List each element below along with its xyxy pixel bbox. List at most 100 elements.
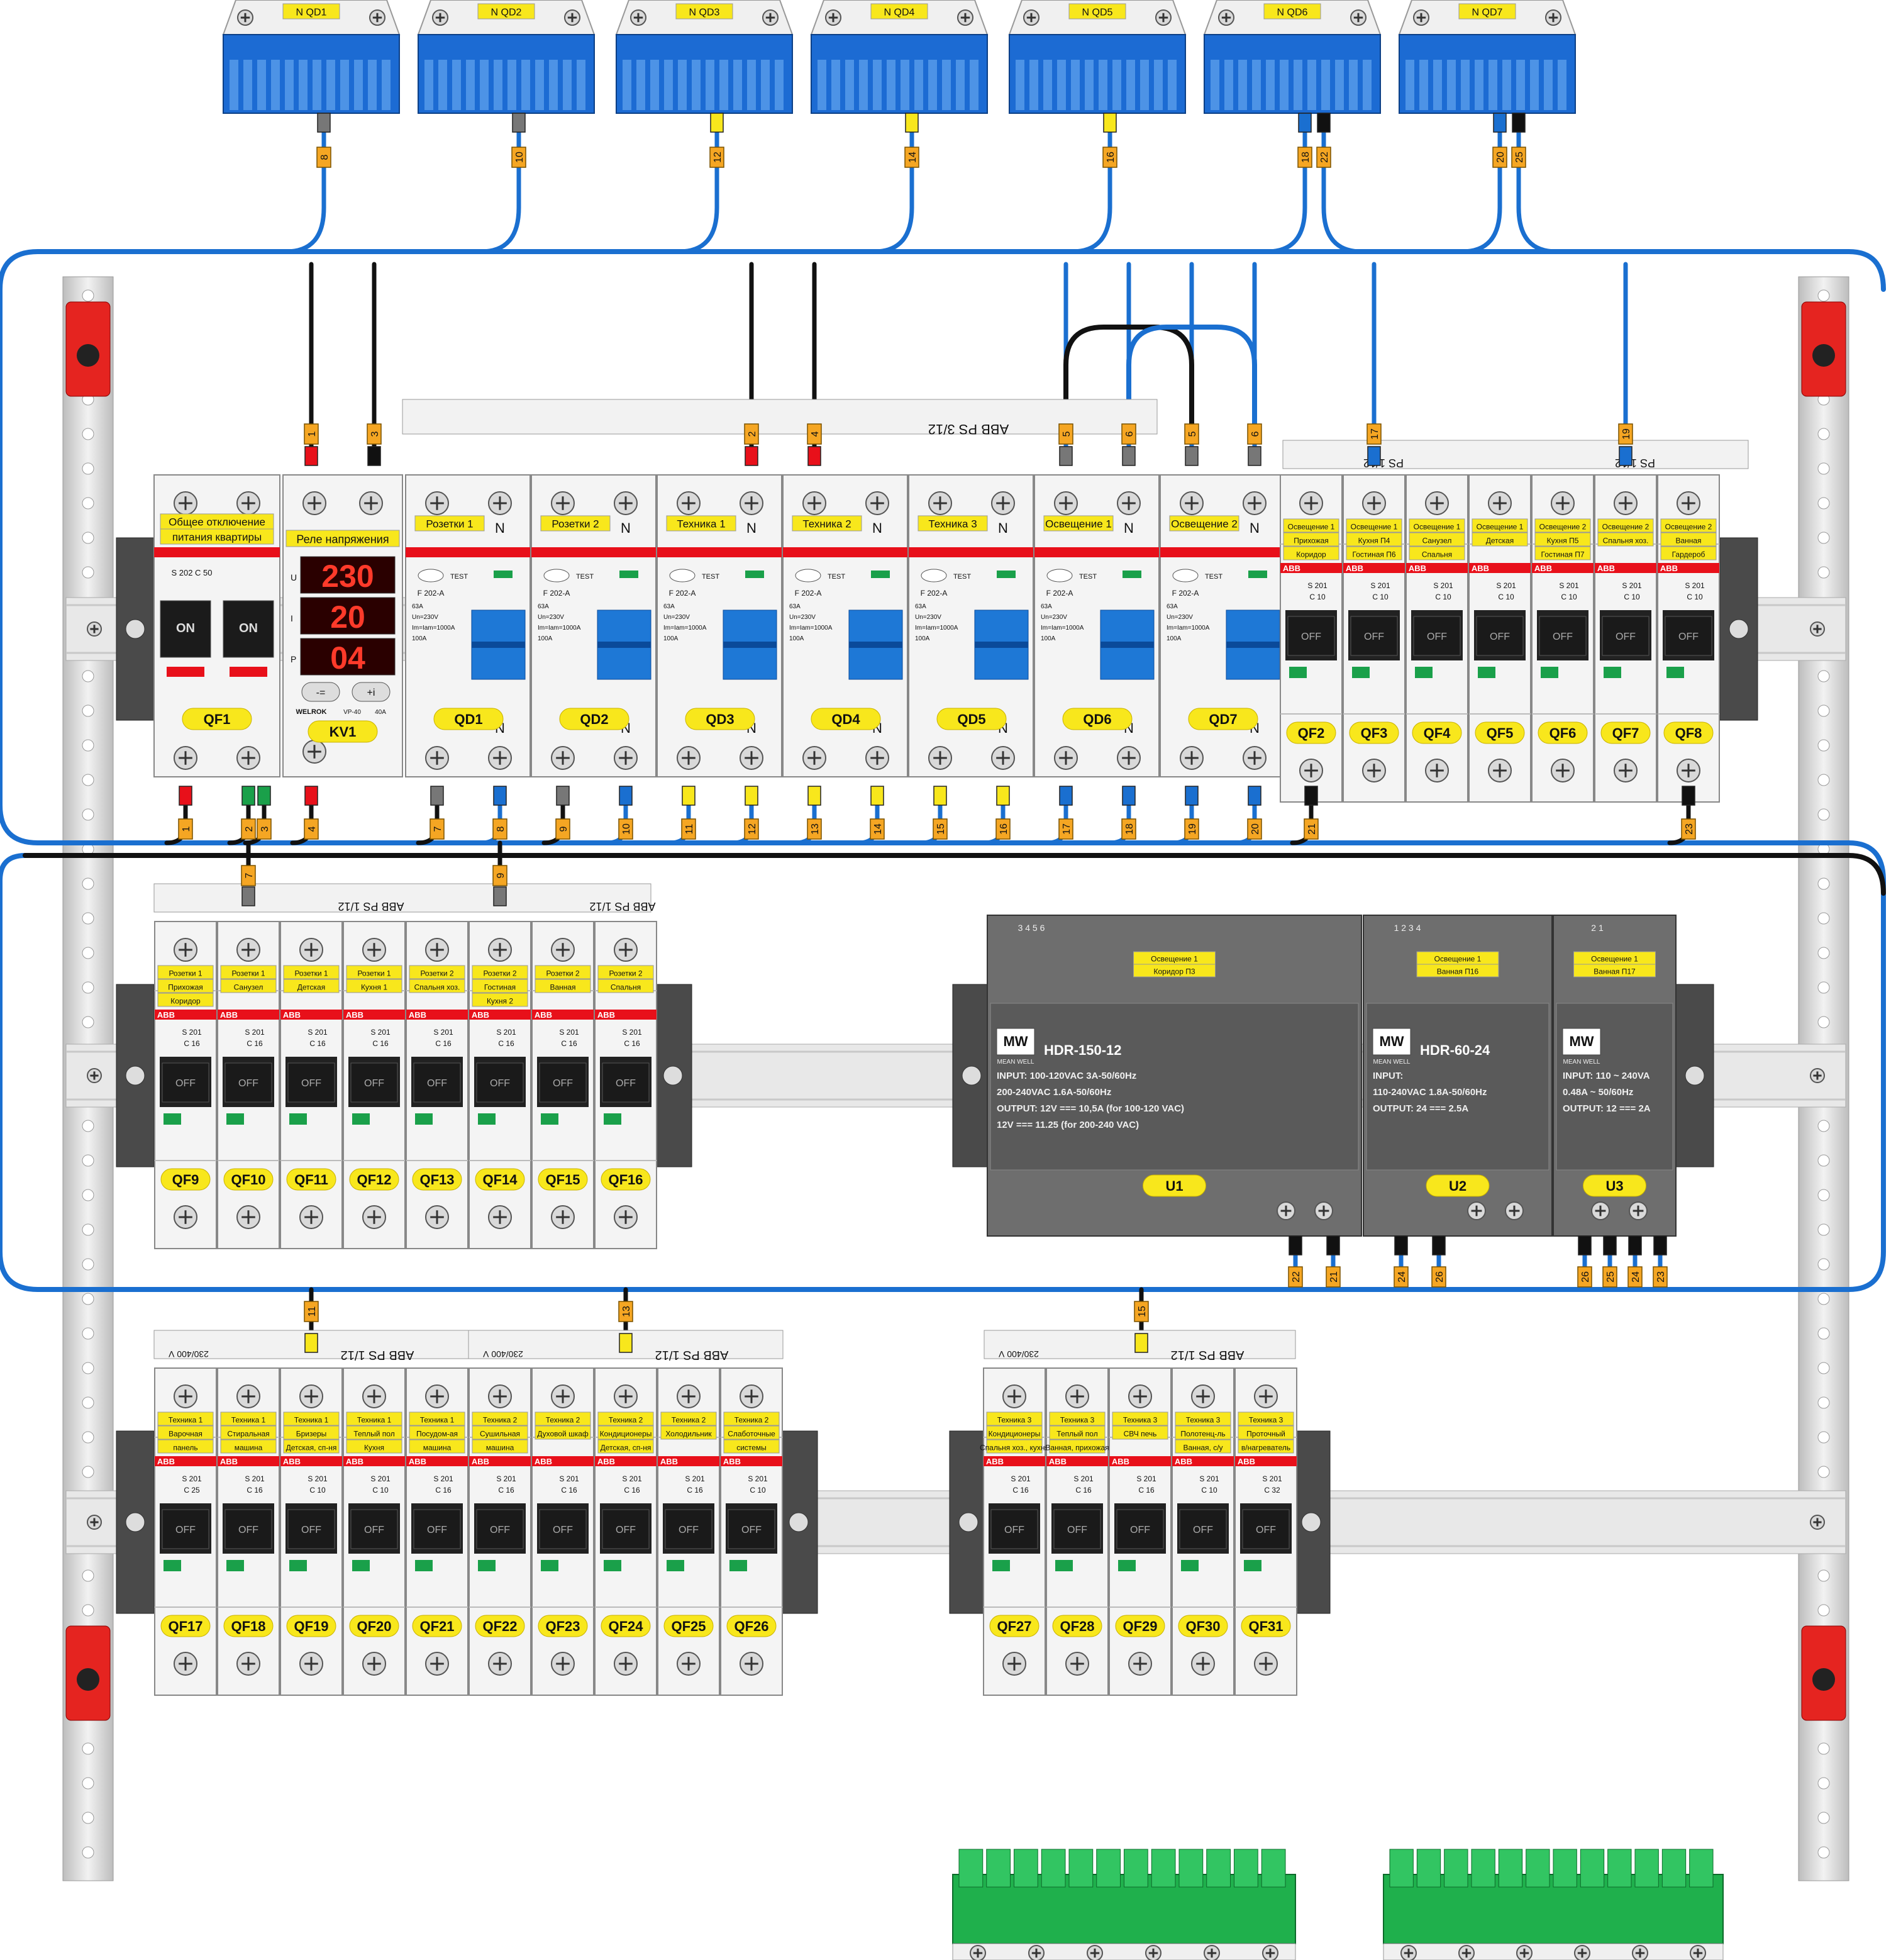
screw-terminal[interactable]: [1677, 491, 1700, 515]
screw-terminal[interactable]: [359, 491, 383, 515]
screw-terminal[interactable]: [740, 1384, 763, 1408]
screw-terminal[interactable]: [1180, 746, 1204, 770]
toggle-lever[interactable]: [162, 1509, 209, 1549]
screw-terminal[interactable]: [551, 746, 575, 770]
screw-terminal[interactable]: [1574, 1945, 1590, 1960]
screw-terminal[interactable]: [1002, 1384, 1026, 1408]
screw-terminal[interactable]: [236, 746, 260, 770]
screw-terminal[interactable]: [677, 1384, 701, 1408]
screw-terminal[interactable]: [1629, 1201, 1648, 1220]
toggle-lever[interactable]: [1287, 616, 1335, 656]
screw-terminal[interactable]: [488, 1205, 512, 1229]
screw-terminal[interactable]: [174, 491, 197, 515]
screw-terminal[interactable]: [369, 9, 385, 26]
screw-terminal[interactable]: [551, 938, 575, 962]
screw-terminal[interactable]: [1180, 491, 1204, 515]
screw-terminal[interactable]: [299, 938, 323, 962]
screw-terminal[interactable]: [1277, 1201, 1295, 1220]
toggle-lever[interactable]: [160, 600, 211, 658]
test-button[interactable]: [795, 569, 821, 582]
screw-terminal[interactable]: [488, 1652, 512, 1676]
screw-terminal[interactable]: [1810, 1068, 1825, 1083]
screw-terminal[interactable]: [1614, 491, 1638, 515]
screw-terminal[interactable]: [1551, 491, 1575, 515]
screw-terminal[interactable]: [425, 938, 449, 962]
toggle-lever[interactable]: [1602, 616, 1649, 656]
screw-terminal[interactable]: [174, 938, 197, 962]
screw-terminal[interactable]: [1314, 1201, 1333, 1220]
toggle-lever[interactable]: [1476, 616, 1524, 656]
toggle-lever[interactable]: [162, 1062, 209, 1103]
toggle-lever[interactable]: [1179, 1509, 1227, 1549]
screw-terminal[interactable]: [1243, 491, 1267, 515]
screw-terminal[interactable]: [302, 740, 326, 764]
screw-terminal[interactable]: [1254, 1384, 1278, 1408]
screw-terminal[interactable]: [551, 1652, 575, 1676]
screw-terminal[interactable]: [299, 1384, 323, 1408]
screw-terminal[interactable]: [1299, 491, 1323, 515]
screw-terminal[interactable]: [488, 938, 512, 962]
screw-terminal[interactable]: [1117, 746, 1141, 770]
screw-terminal[interactable]: [299, 1652, 323, 1676]
screw-terminal[interactable]: [614, 1384, 638, 1408]
toggle-lever[interactable]: [1539, 616, 1587, 656]
screw-terminal[interactable]: [740, 746, 763, 770]
toggle-lever[interactable]: [1053, 1509, 1101, 1549]
screw-terminal[interactable]: [1002, 1652, 1026, 1676]
toggle-lever[interactable]: [1665, 616, 1712, 656]
screw-terminal[interactable]: [1191, 1652, 1215, 1676]
screw-terminal[interactable]: [1299, 759, 1323, 782]
screw-terminal[interactable]: [425, 1384, 449, 1408]
screw-terminal[interactable]: [1413, 9, 1429, 26]
screw-terminal[interactable]: [425, 491, 449, 515]
screw-terminal[interactable]: [740, 491, 763, 515]
screw-terminal[interactable]: [1191, 1384, 1215, 1408]
screw-terminal[interactable]: [1690, 1945, 1706, 1960]
test-button[interactable]: [669, 569, 696, 582]
screw-terminal[interactable]: [928, 491, 952, 515]
screw-terminal[interactable]: [1065, 1652, 1089, 1676]
screw-terminal[interactable]: [614, 938, 638, 962]
screw-terminal[interactable]: [174, 1205, 197, 1229]
screw-terminal[interactable]: [1425, 759, 1449, 782]
screw-terminal[interactable]: [928, 746, 952, 770]
screw-terminal[interactable]: [1591, 1201, 1610, 1220]
screw-terminal[interactable]: [236, 491, 260, 515]
screw-terminal[interactable]: [237, 9, 253, 26]
screw-terminal[interactable]: [1145, 1945, 1161, 1960]
screw-terminal[interactable]: [1218, 9, 1234, 26]
minus-button[interactable]: [301, 682, 340, 702]
toggle-lever[interactable]: [287, 1509, 335, 1549]
screw-terminal[interactable]: [1254, 1652, 1278, 1676]
screw-terminal[interactable]: [802, 746, 826, 770]
screw-terminal[interactable]: [1243, 746, 1267, 770]
screw-terminal[interactable]: [677, 491, 701, 515]
screw-terminal[interactable]: [825, 9, 841, 26]
screw-terminal[interactable]: [1362, 491, 1386, 515]
screw-terminal[interactable]: [432, 9, 448, 26]
screw-terminal[interactable]: [957, 9, 973, 26]
screw-terminal[interactable]: [87, 1068, 102, 1083]
